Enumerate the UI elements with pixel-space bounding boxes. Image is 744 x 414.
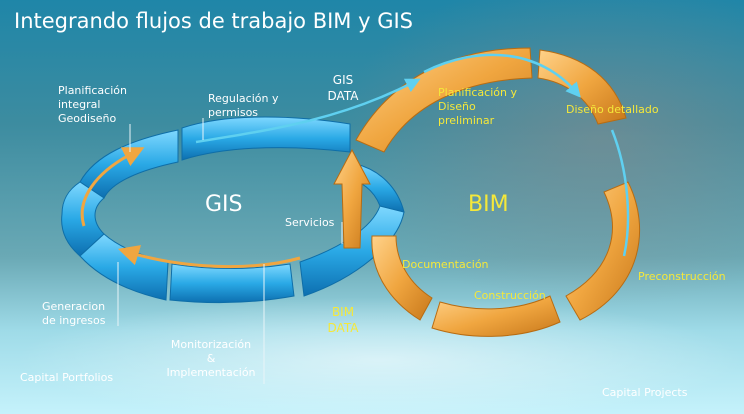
bim-stage-planificacion-line1: Planificación y: [438, 86, 517, 99]
page-title: Integrando flujos de trabajo BIM y GIS: [14, 9, 413, 33]
gis-ring-segment-bottom: [169, 263, 295, 304]
gis-stage-planificacion-line2: integral: [58, 98, 101, 111]
gis-ring-segment-bottom-left: [79, 233, 169, 301]
gis-label: GIS: [205, 192, 243, 217]
bim-ring-segment-bottom-left: [371, 235, 433, 321]
bim-stage-planificacion-line3: preliminar: [438, 114, 495, 127]
gis-data-label-line2: DATA: [327, 89, 359, 103]
bim-data-label-line2: DATA: [327, 321, 359, 335]
gis-stage-planificacion-line1: Planificación: [58, 84, 127, 97]
bim-ring-segment-top-right: [537, 49, 627, 125]
bim-stage-preconstruccion: Preconstrucción: [638, 270, 726, 283]
bim-data-label: BIM DATA: [322, 304, 364, 336]
bim-stage-diseno-detallado: Diseño detallado: [566, 103, 659, 116]
gis-stage-planificacion: Planificación integral Geodiseño: [58, 84, 127, 126]
gis-stage-monitorizacion-line2: &: [206, 352, 216, 365]
gis-stage-regulacion: Regulación y permisos: [208, 92, 278, 120]
leader-lines: [117, 118, 343, 384]
bim-stage-construccion: Construcción: [474, 289, 546, 302]
bim-ring-segment-right: [565, 181, 640, 321]
gis-ring-segment-top: [181, 116, 351, 161]
gis-stage-monitorizacion-line1: Monitorización: [170, 338, 252, 351]
gis-stage-monitorizacion: Monitorización & Implementación: [162, 338, 260, 380]
bim-ring-segment-bottom: [431, 295, 561, 337]
gis-data-flow-arrow: [195, 78, 421, 144]
gis-ring-segment-left-top: [79, 129, 179, 199]
gis-inner-arrow-bottom: [117, 245, 301, 269]
capital-projects-label: Capital Projects: [602, 386, 688, 399]
bim-stage-documentacion: Documentación: [402, 258, 489, 271]
bim-label: BIM: [468, 192, 509, 217]
gis-inner-arrow-left: [80, 147, 145, 227]
gis-stage-planificacion-line3: Geodiseño: [58, 112, 117, 125]
gis-stage-regulacion-line1: Regulación y: [208, 92, 279, 105]
gis-stage-servicios: Servicios: [285, 216, 335, 229]
bim-top-flow-arrow: [423, 53, 581, 98]
bim-ring-segment-left: [333, 148, 371, 249]
gis-stage-generacion-line2: de ingresos: [42, 314, 106, 327]
bim-right-flow-arrow: [610, 129, 630, 257]
bim-ring: [333, 47, 640, 337]
gis-data-label-line1: GIS: [332, 73, 354, 87]
gis-stage-generacion-line1: Generacion: [42, 300, 106, 313]
bim-stage-planificacion: Planificación y Diseño preliminar: [438, 86, 517, 128]
gis-stage-regulacion-line2: permisos: [208, 106, 259, 119]
bim-stage-planificacion-line2: Diseño: [438, 100, 476, 113]
gis-stage-generacion: Generacion de ingresos: [42, 300, 106, 328]
gis-stage-monitorizacion-line3: Implementación: [166, 366, 256, 379]
bim-data-label-line1: BIM: [331, 305, 355, 319]
gis-data-label: GIS DATA: [322, 72, 364, 104]
capital-portfolios-label: Capital Portfolios: [20, 371, 114, 384]
